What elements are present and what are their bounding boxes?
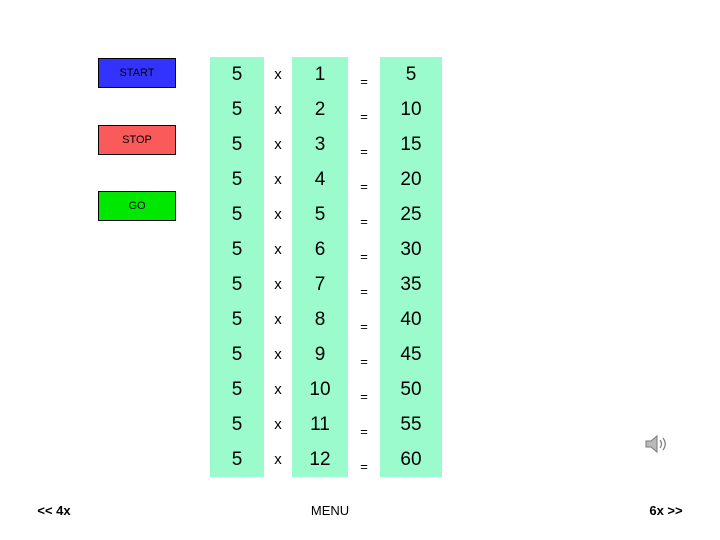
multiplier-cell: 2 (292, 92, 348, 127)
menu-button[interactable]: MENU (292, 493, 368, 527)
multiplicand-cell: 5 (210, 197, 264, 232)
equals-symbol: = (360, 319, 368, 334)
multiplier-cell: 12 (292, 442, 348, 477)
multiplicand-cell: 5 (210, 407, 264, 442)
product-cell: 15 (380, 127, 442, 162)
multiplier-cell: 3 (292, 127, 348, 162)
operator-symbol: x (274, 451, 282, 468)
prev-table-label: << 4x (37, 502, 71, 518)
multiplicand-cell: 5 (210, 232, 264, 267)
operator-symbol: x (274, 346, 282, 363)
operator-symbol: x (274, 416, 282, 433)
multiplier-cell: 8 (292, 302, 348, 337)
equals-symbol: = (360, 144, 368, 159)
operator-symbol: x (274, 171, 282, 188)
multiplicand-cell: 5 (210, 267, 264, 302)
operator-symbol: x (274, 66, 282, 83)
product-cell: 50 (380, 372, 442, 407)
product-cell: 10 (380, 92, 442, 127)
multiplicand-cell: 5 (210, 57, 264, 92)
equals-symbol: = (360, 459, 368, 474)
multiplier-cell: 11 (292, 407, 348, 442)
product-cell: 60 (380, 442, 442, 477)
equals-symbol: = (360, 109, 368, 124)
equals-symbol: = (360, 214, 368, 229)
start-button-label: START (119, 67, 155, 79)
operator-symbol: x (274, 381, 282, 398)
multiplicand-cell: 5 (210, 302, 264, 337)
operator-symbol: x (274, 206, 282, 223)
multiplicand-cell: 5 (210, 127, 264, 162)
multiplicand-cell: 5 (210, 372, 264, 407)
multiplier-cell: 10 (292, 372, 348, 407)
operator-symbol: x (274, 311, 282, 328)
stop-button-label: STOP (122, 134, 152, 146)
go-button-label: GO (128, 200, 146, 212)
operator-symbol: x (274, 241, 282, 258)
menu-button-label: MENU (310, 502, 350, 518)
speaker-icon[interactable] (644, 433, 670, 455)
multiplicand-cell: 5 (210, 337, 264, 372)
start-button[interactable]: START (98, 58, 176, 88)
multiplicand-cell: 5 (210, 162, 264, 197)
product-cell: 30 (380, 232, 442, 267)
prev-table-button[interactable]: << 4x (22, 493, 86, 527)
product-cell: 45 (380, 337, 442, 372)
go-button[interactable]: GO (98, 191, 176, 221)
product-cell: 40 (380, 302, 442, 337)
product-cell: 20 (380, 162, 442, 197)
equals-symbol: = (360, 74, 368, 89)
multiplier-cell: 9 (292, 337, 348, 372)
equals-symbol: = (360, 179, 368, 194)
multiplier-cell: 5 (292, 197, 348, 232)
product-cell: 25 (380, 197, 442, 232)
equals-symbol: = (360, 424, 368, 439)
stop-button[interactable]: STOP (98, 125, 176, 155)
multiplier-cell: 1 (292, 57, 348, 92)
multiplier-cell: 6 (292, 232, 348, 267)
operator-symbol: x (274, 101, 282, 118)
equals-symbol: = (360, 389, 368, 404)
operator-symbol: x (274, 136, 282, 153)
equals-symbol: = (360, 354, 368, 369)
product-cell: 35 (380, 267, 442, 302)
operator-symbol: x (274, 276, 282, 293)
multiplier-cell: 4 (292, 162, 348, 197)
equals-symbol: = (360, 249, 368, 264)
multiplier-cell: 7 (292, 267, 348, 302)
multiplicand-cell: 5 (210, 92, 264, 127)
next-table-label: 6x >> (649, 502, 683, 518)
product-cell: 5 (380, 57, 442, 92)
next-table-button[interactable]: 6x >> (634, 493, 698, 527)
equals-symbol: = (360, 284, 368, 299)
product-cell: 55 (380, 407, 442, 442)
multiplicand-cell: 5 (210, 442, 264, 477)
